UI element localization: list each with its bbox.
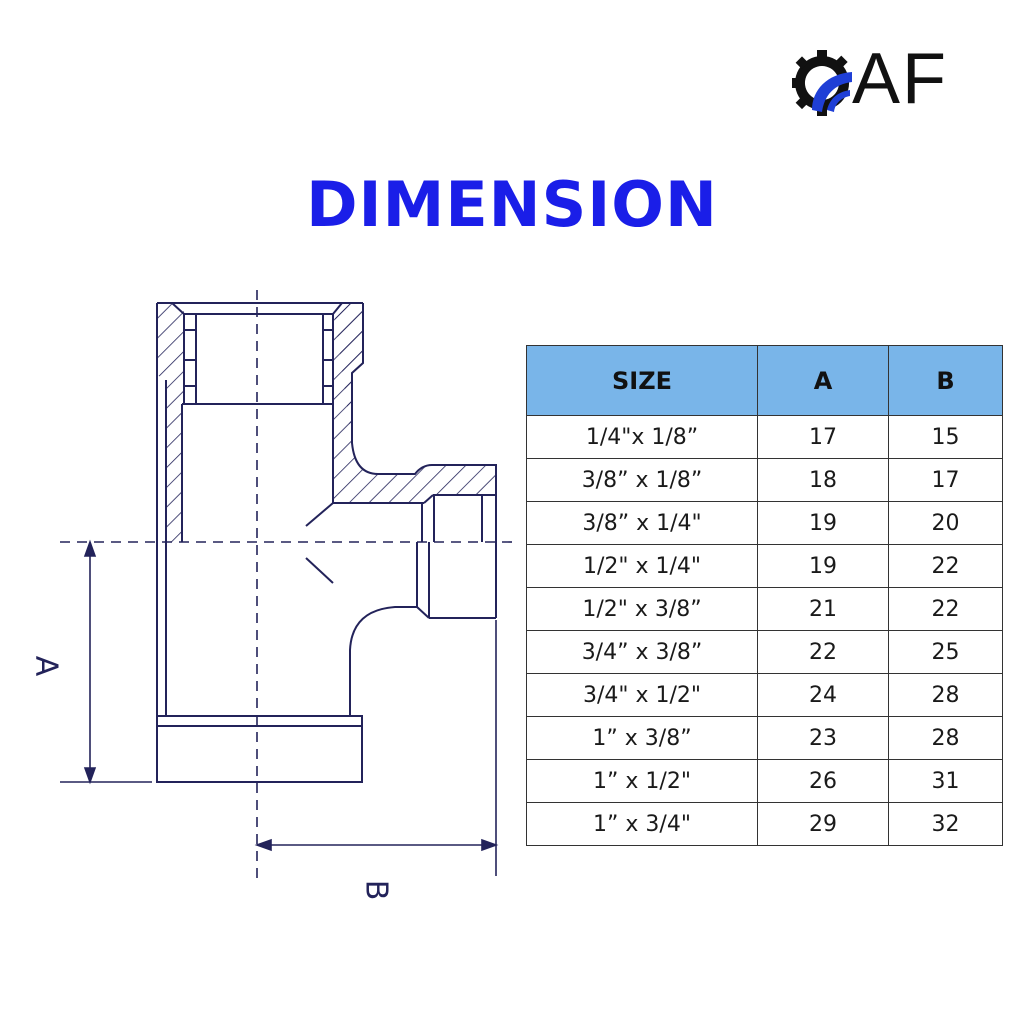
tee-fitting-drawing: A B: [29, 290, 515, 901]
cell-a: 19: [757, 544, 889, 588]
cell-b: 28: [888, 673, 1003, 717]
cell-a: 17: [757, 415, 889, 459]
dimension-b: [254, 620, 499, 876]
cell-a: 24: [757, 673, 889, 717]
center-lines: [60, 290, 515, 880]
table-header-row: SIZE A B: [526, 345, 1003, 416]
cell-b: 22: [888, 587, 1003, 631]
cell-a: 19: [757, 501, 889, 545]
dimension-a-label: A: [29, 656, 64, 677]
header-b: B: [888, 345, 1003, 416]
cell-b: 25: [888, 630, 1003, 674]
cell-b: 28: [888, 716, 1003, 760]
dimension-b-label: B: [359, 880, 394, 901]
cell-a: 18: [757, 458, 889, 502]
cell-size: 1” x 3/8”: [526, 716, 758, 760]
header-a: A: [757, 345, 889, 416]
cell-a: 22: [757, 630, 889, 674]
cell-b: 32: [888, 802, 1003, 846]
page-title: DIMENSION: [306, 168, 718, 241]
cell-size: 1/2" x 3/8”: [526, 587, 758, 631]
cell-b: 22: [888, 544, 1003, 588]
cell-size: 3/4" x 1/2": [526, 673, 758, 717]
cell-a: 26: [757, 759, 889, 803]
logo-text: AF: [852, 39, 949, 119]
cell-size: 1/4"x 1/8”: [526, 415, 758, 459]
cell-b: 31: [888, 759, 1003, 803]
cell-a: 23: [757, 716, 889, 760]
cell-b: 17: [888, 458, 1003, 502]
cell-b: 20: [888, 501, 1003, 545]
cell-a: 29: [757, 802, 889, 846]
dimension-a: [60, 539, 152, 785]
cell-size: 1/2" x 1/4": [526, 544, 758, 588]
cell-size: 3/4” x 3/8”: [526, 630, 758, 674]
cell-size: 3/8” x 1/8”: [526, 458, 758, 502]
gear-icon: [792, 50, 852, 116]
header-size: SIZE: [526, 345, 758, 416]
cell-size: 3/8” x 1/4": [526, 501, 758, 545]
fitting-outline: [156, 302, 497, 783]
section-hatching: [157, 303, 496, 542]
cell-a: 21: [757, 587, 889, 631]
cell-size: 1” x 3/4": [526, 802, 758, 846]
cell-b: 15: [888, 415, 1003, 459]
brand-logo: AF: [792, 39, 982, 119]
cell-size: 1” x 1/2": [526, 759, 758, 803]
